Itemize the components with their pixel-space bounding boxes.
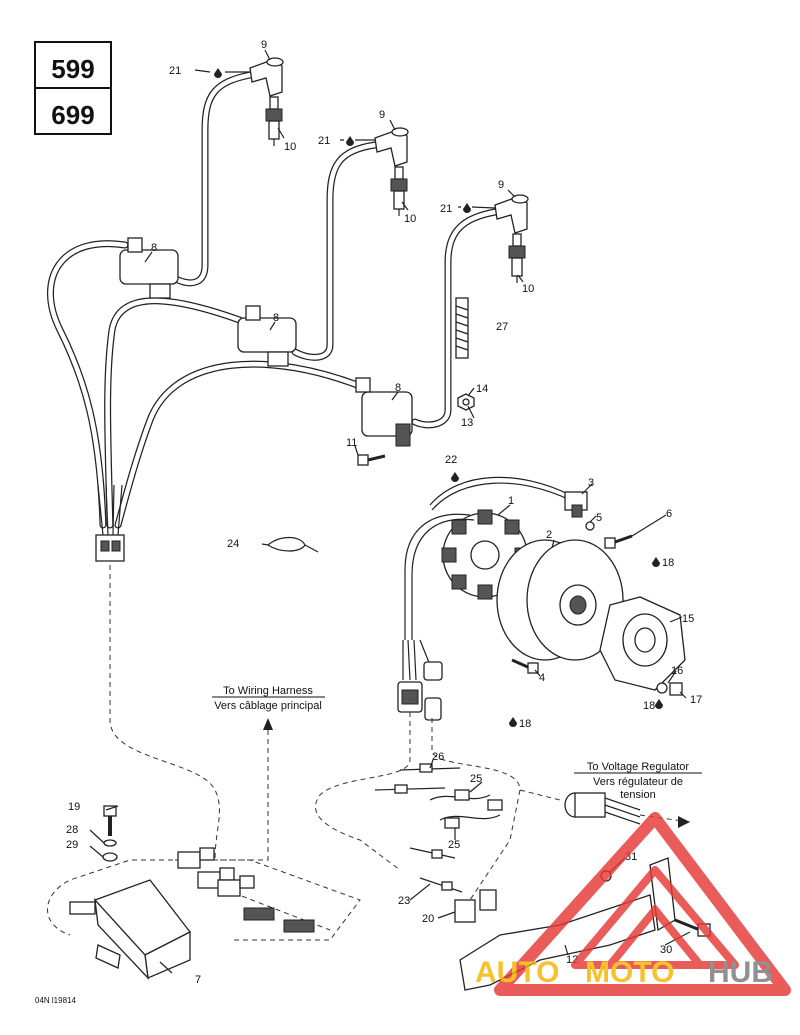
callout-8: 8 [395, 382, 401, 394]
callout-11: 11 [346, 437, 357, 449]
callout-labels: 9 21 10 9 21 10 9 21 10 8 8 8 27 14 13 1… [66, 39, 702, 986]
callout-10: 10 [404, 213, 416, 225]
high-tension-leads [174, 71, 499, 429]
callout-18: 18 [519, 718, 531, 730]
callout-1: 1 [508, 495, 514, 507]
callout-7: 7 [195, 974, 201, 986]
callout-18: 18 [662, 557, 674, 569]
callout-19: 19 [68, 801, 80, 813]
callout-9: 9 [261, 39, 267, 51]
callout-30: 30 [660, 944, 672, 956]
spark-plug-2 [390, 166, 408, 216]
nut-14 [457, 393, 475, 411]
watermark-logo-icon [494, 812, 791, 996]
wiring-harness-label-en: To Wiring Harness [223, 685, 313, 697]
callout-8: 8 [151, 242, 157, 254]
watermark: AUTO MOTO HUB [475, 812, 791, 996]
spark-plug-cap-1 [249, 57, 284, 97]
arrow-right-icon [678, 816, 690, 828]
callout-21: 21 [318, 135, 330, 147]
stator-wiring [402, 476, 571, 681]
spark-plug-1 [265, 96, 283, 146]
callout-18: 18 [643, 700, 655, 712]
stator-connector-small [423, 661, 443, 721]
screw-4 [511, 658, 539, 674]
watermark-text-auto: AUTO [475, 956, 559, 989]
spark-plug-3 [508, 233, 526, 283]
watermark-text-moto: MOTO [585, 956, 674, 989]
arrow-up-icon [263, 718, 273, 730]
callout-25: 25 [448, 839, 460, 851]
model-box: 599 699 [34, 41, 112, 135]
callout-10: 10 [284, 141, 296, 153]
stator-connector-large [397, 681, 423, 713]
callout-23: 23 [398, 895, 410, 907]
cdi-module [69, 879, 191, 980]
callout-9: 9 [379, 109, 385, 121]
voltage-regulator-label-fr: Vers régulateur de [593, 776, 683, 788]
callout-8: 8 [273, 312, 279, 324]
ignition-coil-1 [119, 237, 179, 299]
callout-14: 14 [476, 383, 488, 395]
callout-3: 3 [588, 477, 594, 489]
harness-plugs [177, 847, 315, 933]
screw-17 [669, 682, 683, 696]
coil-wiring [47, 240, 369, 536]
callout-25: 25 [470, 773, 482, 785]
model-599: 599 [51, 54, 94, 84]
callout-22: 22 [445, 454, 457, 466]
drawing-code: 04N l19814 [35, 996, 76, 1005]
callout-15: 15 [682, 613, 694, 625]
washer-29 [102, 852, 118, 862]
trigger-coil [564, 491, 588, 518]
spark-plug-cap-3 [494, 194, 529, 234]
callout-10: 10 [522, 283, 534, 295]
callout-17: 17 [690, 694, 702, 706]
callout-29: 29 [66, 839, 78, 851]
tie-strap [266, 536, 319, 553]
model-699: 699 [51, 100, 94, 130]
washer-16 [656, 682, 668, 694]
voltage-regulator-label-fr2: tension [620, 789, 655, 801]
screw-6 [604, 534, 633, 549]
ignition-coil-3 [355, 377, 413, 447]
callout-26: 26 [432, 751, 444, 763]
regulator-connector [564, 792, 641, 825]
wiring-harness-label-fr: Vers câblage principal [214, 700, 322, 712]
voltage-regulator-label-en: To Voltage Regulator [587, 761, 689, 773]
callout-28: 28 [66, 824, 78, 836]
callout-24: 24 [227, 538, 239, 550]
callout-27: 27 [496, 321, 508, 333]
droplet-icon [214, 68, 663, 727]
lock-washer-28 [103, 839, 117, 847]
sleeve-27 [455, 297, 469, 359]
starting-pulley [599, 596, 686, 691]
callout-9: 9 [498, 179, 504, 191]
callout-16: 16 [671, 665, 683, 677]
flywheel [496, 539, 624, 661]
callout-21: 21 [440, 203, 452, 215]
screw-19 [103, 805, 117, 836]
screw-11 [357, 454, 386, 466]
callout-5: 5 [596, 512, 602, 524]
note-wiring-harness: To Wiring Harness Vers câblage principal [212, 685, 325, 712]
terminal-connectors [374, 763, 503, 893]
note-voltage-regulator: To Voltage Regulator Vers régulateur de … [574, 761, 702, 801]
callout-20: 20 [422, 913, 434, 925]
spark-plug-cap-2 [374, 127, 409, 167]
callout-2: 2 [546, 529, 552, 541]
callout-13: 13 [461, 417, 473, 429]
bracket-20 [454, 889, 497, 923]
callout-6: 6 [666, 508, 672, 520]
harness-connector [95, 534, 125, 562]
ignition-coil-2 [237, 305, 297, 367]
lock-washer-5 [585, 521, 595, 531]
watermark-text-hub: HUB [708, 956, 773, 989]
callout-21: 21 [169, 65, 181, 77]
callout-4: 4 [539, 672, 545, 684]
